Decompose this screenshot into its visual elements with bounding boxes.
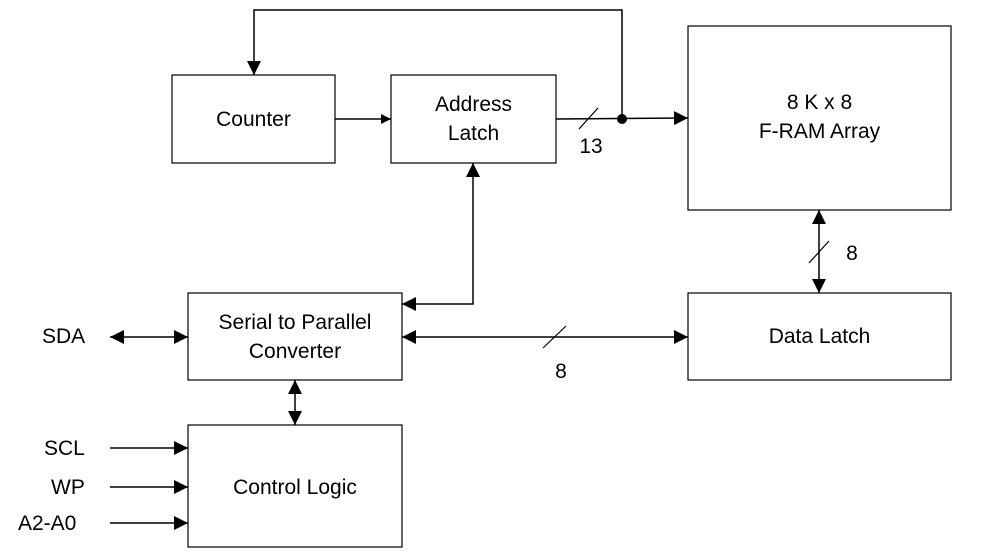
address-latch-block: Address Latch <box>390 74 557 164</box>
data-latch-block: Data Latch <box>687 292 952 381</box>
address-latch-label-line2: Latch <box>448 122 499 145</box>
array-data-bus-width-label: 8 <box>846 242 858 265</box>
fram-array-label-line1: 8 K x 8 <box>787 91 852 114</box>
serial-to-parallel-label-line2: Converter <box>249 340 341 363</box>
scl-label: SCL <box>44 437 85 460</box>
fram-array-block: 8 K x 8 F-RAM Array <box>687 25 952 211</box>
address-latch-label-line1: Address <box>435 93 512 116</box>
address-bus-width-label: 13 <box>579 135 602 158</box>
serial-to-parallel-label-line1: Serial to Parallel <box>219 311 372 334</box>
data-latch-label: Data Latch <box>769 325 871 348</box>
control-logic-block: Control Logic <box>187 424 403 548</box>
converter-data-bus-width-label: 8 <box>555 360 567 383</box>
control-logic-label: Control Logic <box>233 476 357 499</box>
sda-label: SDA <box>42 325 85 348</box>
array-data-bus-width-tick <box>808 240 830 264</box>
converter-data-bus-width-tick <box>542 325 567 349</box>
serial-to-parallel-block: Serial to Parallel Converter <box>187 292 403 381</box>
wp-label: WP <box>51 476 85 499</box>
counter-label: Counter <box>216 108 291 131</box>
counter-block: Counter <box>171 74 336 164</box>
address-bus-width-tick <box>578 107 599 130</box>
a2-a0-label: A2-A0 <box>18 512 76 535</box>
converter-to-address-latch-arrow <box>402 163 480 311</box>
fram-array-label-line2: F-RAM Array <box>759 120 881 143</box>
feedback-to-counter-arrow <box>247 9 623 119</box>
